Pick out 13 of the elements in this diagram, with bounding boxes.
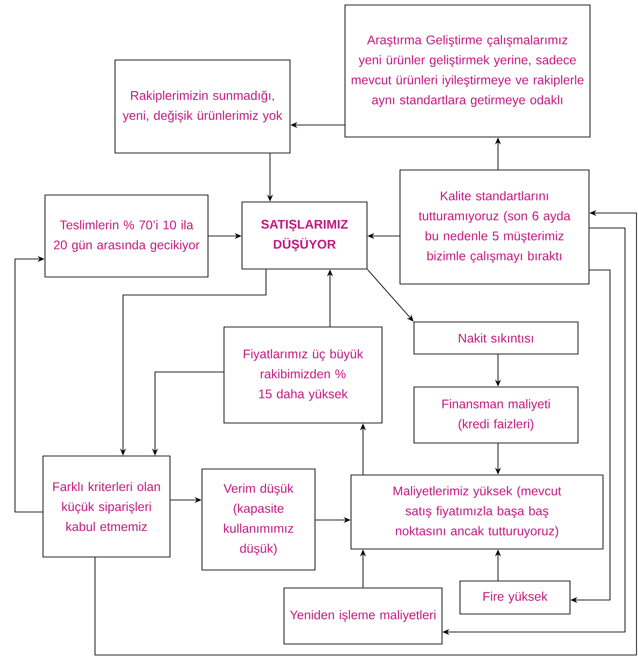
problem-box: Verim düşük (kapasite kullanımımız düşük) xyxy=(202,468,316,570)
problem-box: Nakit sıkıntısı xyxy=(414,322,578,354)
problem-box: Kalite standartlarını tutturamıyoruz (son 6 ayda bu nedenle 5 müşterimiz bizimle çalışmayı bıraktı xyxy=(400,170,590,284)
central-problem-box: SATIŞLARIMIZ DÜŞÜYOR xyxy=(242,202,368,270)
problem-box: Yeniden işleme maliyetleri xyxy=(284,588,442,644)
problem-box: Fiyatlarımız üç büyük rakibimizden % 15 daha yüksek xyxy=(224,326,382,424)
problem-box: Farklı kriterleri olan küçük siparişleri kabul etmemiz xyxy=(42,456,170,558)
problem-box: Finansman maliyeti (kredi faizleri) xyxy=(414,386,578,444)
problem-box: Araştırma Geliştirme çalışmalarımız yeni ürünler geliştirmek yerine, sadece mevcut ürünleri iyileştirmeye ve rakiplerle aynı standartlara getirmeye odaklı xyxy=(344,4,590,138)
problem-box: Fire yüksek xyxy=(460,580,570,614)
problem-box: Maliyetlerimiz yüksek (mevcut satış fiyatımızla başa baş noktasını ancak tutturuyoruz) xyxy=(350,474,604,550)
problem-box: Rakiplerimizin sunmadığı, yeni, değişik ürünlerimiz yok xyxy=(114,60,290,154)
problem-box: Teslimlerin % 70’i 10 ila 20 gün arasında gecikiyor xyxy=(44,194,208,278)
